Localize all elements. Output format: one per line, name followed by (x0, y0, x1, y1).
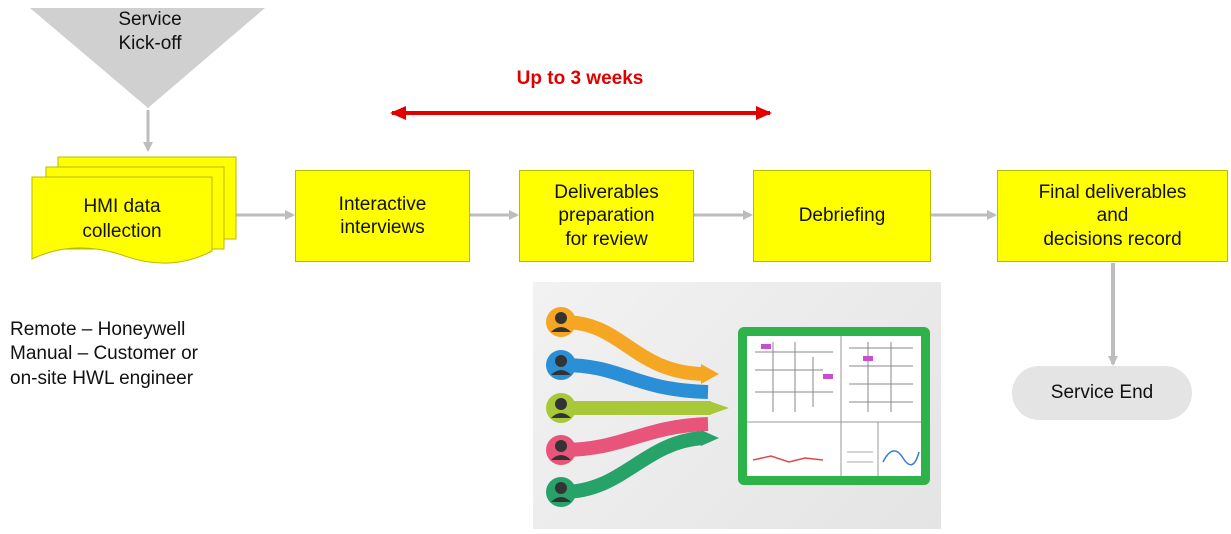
note-line: Remote – Honeywell (10, 319, 186, 340)
step-final-deliverables: Final deliverables and decisions record (997, 170, 1228, 262)
collection-notes: Remote – Honeywell Manual – Customer or … (10, 318, 198, 391)
person-icon (546, 435, 576, 465)
person-icon (546, 393, 576, 423)
illustration-graphic (546, 307, 930, 507)
person-icon (546, 477, 576, 507)
note-line: Manual – Customer or (10, 343, 198, 365)
duration-label: Up to 3 weeks (516, 68, 644, 89)
stream-pink (562, 417, 709, 457)
collaboration-illustration (533, 282, 941, 529)
note-line: on-site HWL engineer (10, 367, 194, 389)
step-deliverables-preparation: Deliverables preparation for review (519, 170, 694, 262)
document-stack-shape (31, 156, 237, 264)
person-icon (546, 307, 576, 337)
start-triangle (30, 8, 265, 108)
step-debriefing: Debriefing (753, 170, 931, 262)
service-end: Service End (1012, 366, 1192, 420)
start-label: Service Kick-off (118, 9, 182, 54)
person-icon (546, 350, 576, 380)
step-hmi-data-collection: HMI data collection (82, 196, 162, 242)
stream-orange (562, 315, 704, 381)
document-stack: HMI data collection (30, 155, 240, 275)
step-interactive-interviews: Interactive interviews (295, 170, 470, 262)
stream-blue (562, 358, 709, 399)
hmi-screen (738, 327, 930, 485)
stream-green (562, 431, 704, 499)
